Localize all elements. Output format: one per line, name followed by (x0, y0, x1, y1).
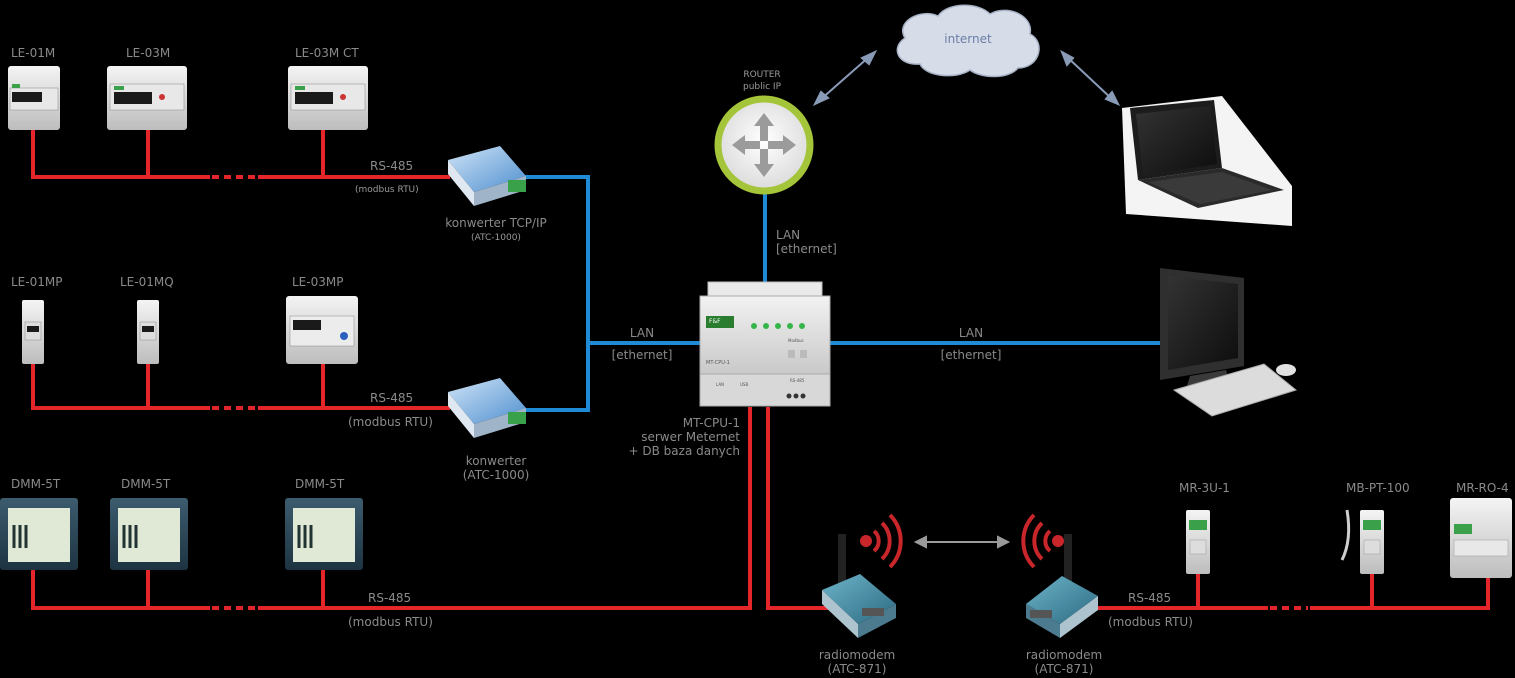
label-dmm5t-3: DMM-5T (295, 477, 345, 491)
radio-signal-left-icon (860, 513, 903, 569)
label-modbus-2: (modbus RTU) (348, 415, 433, 429)
radiomodem-left (822, 534, 896, 638)
desktop-computer-icon (1160, 268, 1298, 417)
cpu-face-usb: USB (740, 382, 749, 387)
label-dmm5t-1: DMM-5T (11, 477, 61, 491)
label-converter-2: konwerter (465, 454, 527, 468)
label-radiomodem-right-model: (ATC-871) (1034, 662, 1094, 676)
label-le03m: LE-03M (126, 46, 171, 60)
label-server-role: serwer Meternet (641, 430, 740, 444)
meter-dmm5t-2 (110, 498, 188, 570)
label-lan-up: LAN (776, 228, 801, 242)
label-internet: internet (944, 32, 992, 46)
label-converter-tcpip-model: (ATC-1000) (471, 233, 521, 243)
label-lan-left-ethernet: [ethernet] (611, 348, 673, 362)
label-router-ip: public IP (742, 82, 782, 92)
label-mbpt100: MB-PT-100 (1346, 481, 1410, 495)
label-server-model: MT-CPU-1 (682, 416, 740, 430)
rs485-dotted-gaps (212, 175, 1308, 610)
lan-wires (520, 175, 1175, 412)
label-modbus-4: (modbus RTU) (1108, 615, 1193, 629)
label-le03mp: LE-03MP (292, 275, 344, 289)
label-lan-right: LAN (958, 326, 984, 340)
meter-le01m (8, 66, 60, 130)
label-mr3u1: MR-3U-1 (1179, 481, 1230, 495)
rs485-wires (31, 128, 1490, 610)
meter-le03mp (286, 296, 358, 364)
label-le01mp: LE-01MP (11, 275, 63, 289)
cpu-brand-logo: F&F (709, 318, 721, 325)
meter-dmm5t-1 (0, 498, 78, 570)
module-mr3u1 (1186, 510, 1210, 574)
label-mrro4: MR-RO-4 (1456, 481, 1509, 495)
converter-tcpip (448, 146, 526, 206)
mt-cpu-1-server (699, 281, 831, 407)
label-lan-left: LAN (629, 326, 655, 340)
label-rs485-2: RS-485 (370, 391, 414, 405)
label-radiomodem-left: radiomodem (818, 648, 896, 662)
label-le01m: LE-01M (11, 46, 56, 60)
label-lan-up-ethernet: [ethernet] (776, 242, 837, 256)
label-radiomodem-left-model: (ATC-871) (827, 662, 887, 676)
meter-le01mq (137, 300, 159, 364)
label-server-db: + DB baza danych (628, 444, 740, 458)
label-lan-right-ethernet: [ethernet] (940, 348, 1002, 362)
meter-dmm5t-3 (285, 498, 363, 570)
cpu-face-rs485: RS-485 (790, 378, 805, 383)
cpu-face-model: MT-CPU-1 (706, 360, 730, 366)
meter-le01mp (22, 300, 44, 364)
label-le01mq: LE-01MQ (120, 275, 174, 289)
label-dmm5t-2: DMM-5T (121, 477, 171, 491)
label-converter-tcpip: konwerter TCP/IP (445, 216, 547, 230)
label-modbus-3: (modbus RTU) (348, 615, 433, 629)
cpu-face-lan: LAN (716, 382, 725, 387)
label-rs485-3: RS-485 (368, 591, 412, 605)
internet-cloud (896, 4, 1040, 78)
router-icon (714, 95, 814, 195)
radio-signal-right-icon (1021, 513, 1064, 569)
laptop-icon (1122, 96, 1292, 226)
radiomodem-right (1026, 534, 1098, 638)
connection-arrows (812, 49, 1121, 549)
module-mbpt100 (1340, 509, 1384, 574)
label-radiomodem-right: radiomodem (1025, 648, 1103, 662)
label-rs485-4: RS-485 (1128, 591, 1172, 605)
label-le03mct: LE-03M CT (295, 46, 359, 60)
meter-le03m (107, 66, 187, 130)
converter-2 (448, 378, 526, 438)
meter-le03mct (288, 66, 368, 130)
label-router: ROUTER (743, 70, 781, 80)
label-rs485-1: RS-485 (370, 159, 414, 173)
label-modbus-1: (modbus RTU) (355, 185, 419, 195)
module-mrro4 (1450, 498, 1512, 578)
label-converter-2-model: (ATC-1000) (462, 468, 530, 482)
cpu-face-modbus: Modbus (788, 338, 804, 343)
